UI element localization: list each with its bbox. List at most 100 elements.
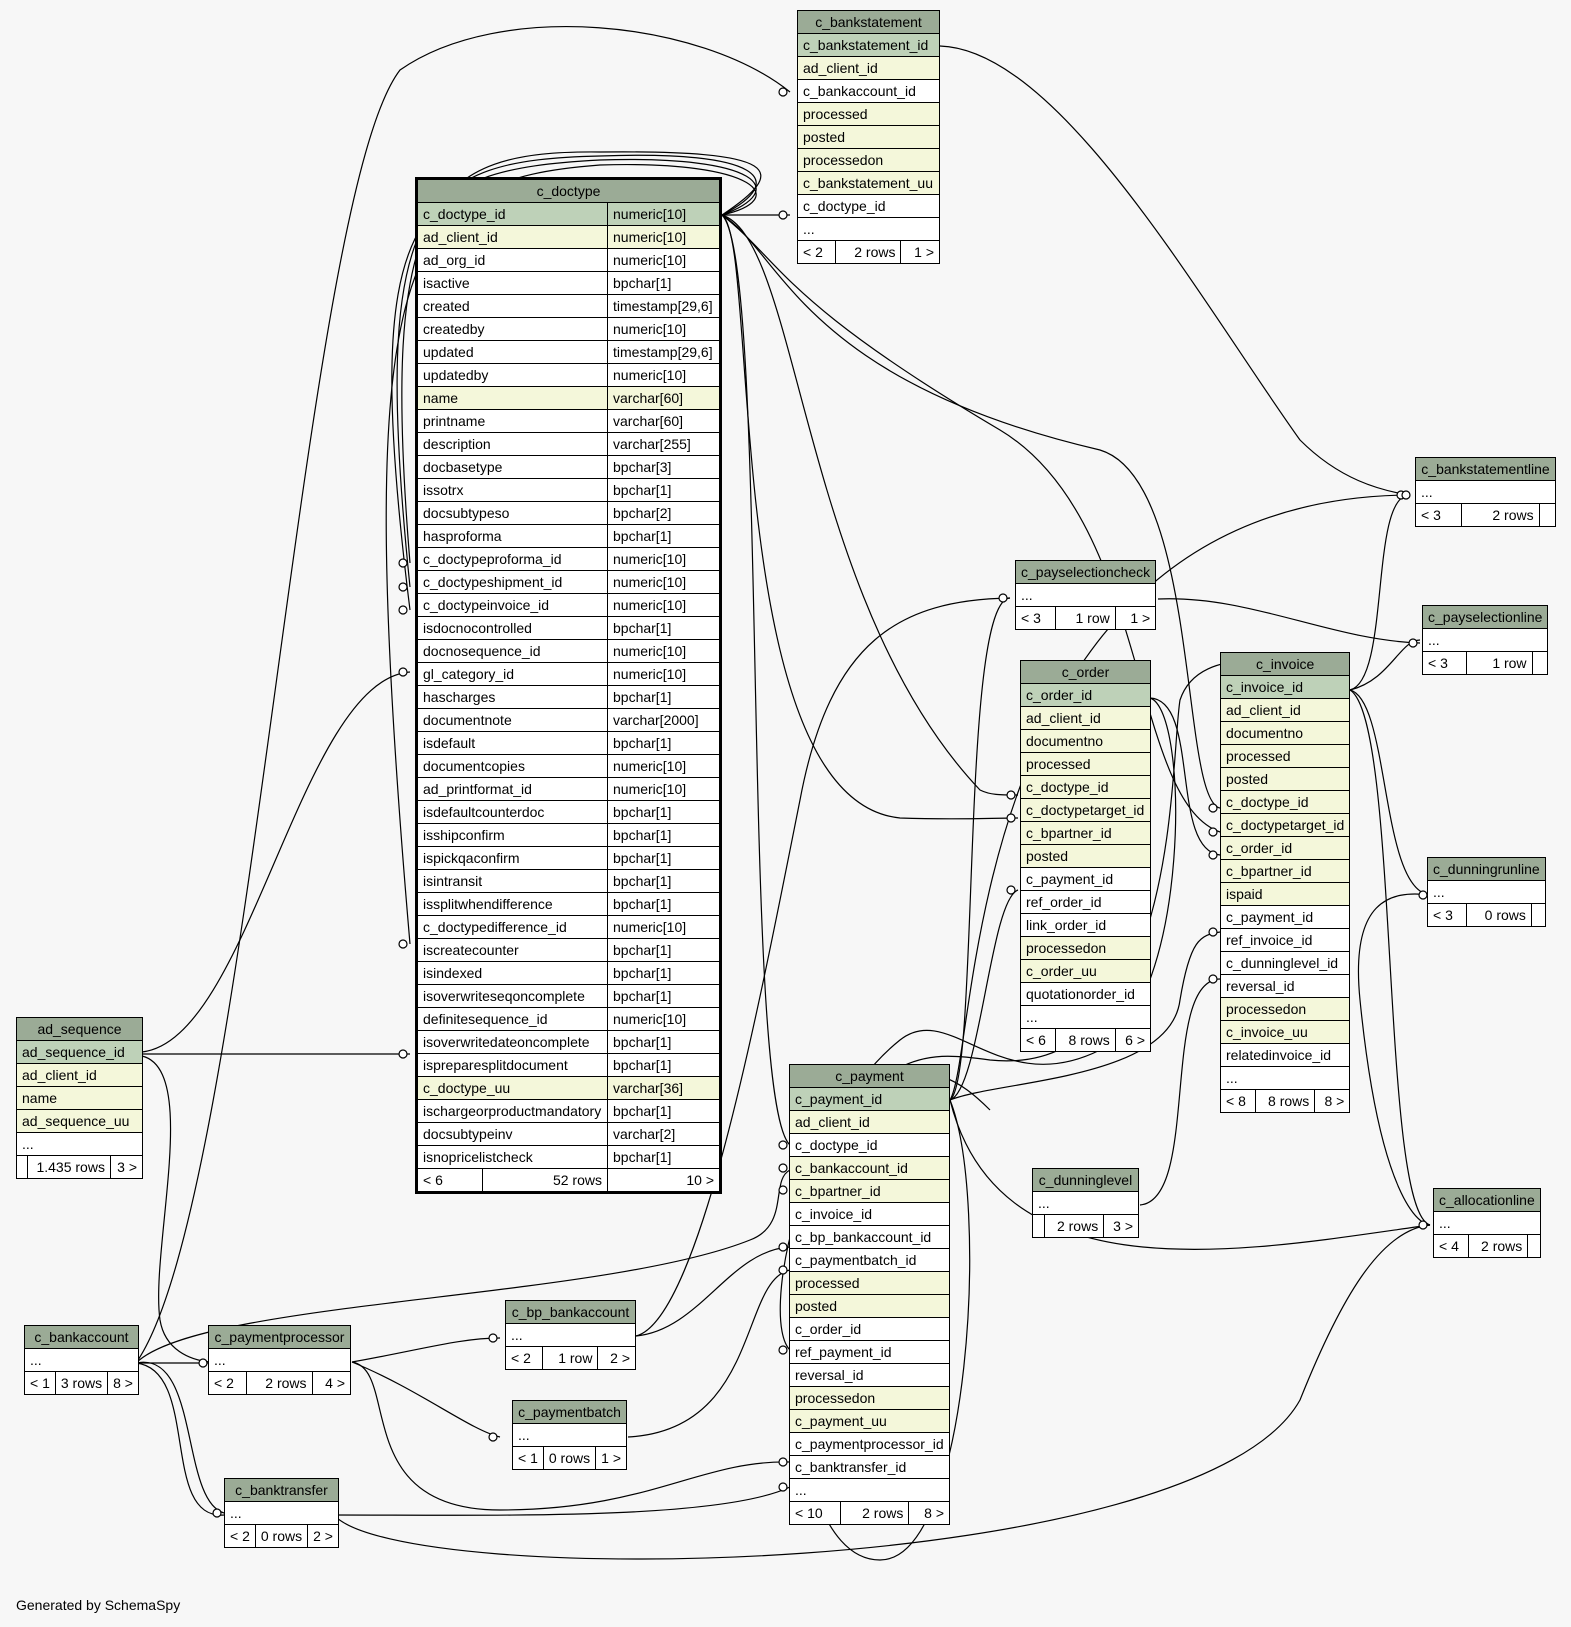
column-name[interactable]: reversal_id — [789, 1363, 950, 1387]
column-row[interactable]: c_bankstatement_uu — [797, 171, 940, 195]
table-title[interactable]: c_order — [1020, 660, 1151, 684]
column-name[interactable]: c_payment_id — [1020, 867, 1151, 891]
column-name[interactable]: ad_sequence_uu — [16, 1109, 143, 1133]
column-row[interactable]: processedon — [1020, 936, 1151, 960]
column-name[interactable]: c_order_id — [1219, 836, 1351, 860]
column-name[interactable]: gl_category_id — [416, 662, 608, 686]
column-name[interactable]: createdby — [416, 317, 608, 341]
parents-count[interactable]: < 2 — [796, 240, 837, 264]
table-title[interactable]: c_bankstatementline — [1415, 457, 1556, 481]
parents-count[interactable]: < 3 — [1427, 903, 1467, 927]
children-count[interactable] — [1531, 651, 1549, 675]
column-name[interactable]: ad_sequence_id — [16, 1040, 143, 1064]
column-name[interactable]: isintransit — [416, 869, 608, 893]
column-row[interactable]: ... — [797, 217, 940, 241]
column-name[interactable]: processedon — [789, 1386, 950, 1410]
column-name[interactable]: posted — [1020, 844, 1151, 868]
column-row[interactable]: documentno — [1219, 721, 1351, 745]
column-name[interactable]: ... — [24, 1348, 139, 1372]
column-name[interactable]: posted — [1219, 767, 1351, 791]
column-name[interactable]: processed — [797, 102, 940, 126]
column-row[interactable]: ... — [1020, 1005, 1151, 1029]
column-name[interactable]: c_bpartner_id — [1020, 821, 1151, 845]
column-name[interactable]: ref_order_id — [1020, 890, 1151, 914]
table-title[interactable]: c_dunninglevel — [1032, 1168, 1139, 1192]
parents-count[interactable]: < 6 — [1019, 1028, 1057, 1052]
column-name[interactable]: c_bankaccount_id — [789, 1156, 950, 1180]
column-name[interactable]: documentno — [1020, 729, 1151, 753]
children-count[interactable]: 8 > — [908, 1501, 950, 1525]
column-row[interactable]: c_order_uu — [1020, 959, 1151, 983]
column-name[interactable]: isdefault — [416, 731, 608, 755]
column-name[interactable]: updated — [416, 340, 608, 364]
column-row[interactable]: processedon — [789, 1386, 950, 1410]
column-row[interactable]: posted — [789, 1294, 950, 1318]
column-name[interactable]: ad_client_id — [16, 1063, 143, 1087]
column-name[interactable]: ad_printformat_id — [416, 777, 608, 801]
column-row[interactable]: relatedinvoice_id — [1219, 1043, 1351, 1067]
column-name[interactable]: c_doctype_id — [797, 194, 940, 218]
column-name[interactable]: c_bankstatement_id — [797, 33, 940, 57]
column-row[interactable]: reversal_id — [1219, 974, 1351, 998]
column-row[interactable]: ad_client_id — [16, 1063, 143, 1087]
table-title[interactable]: c_payment — [789, 1064, 950, 1088]
column-name[interactable]: c_dunninglevel_id — [1219, 951, 1351, 975]
table-title[interactable]: c_bankaccount — [24, 1325, 139, 1349]
column-name[interactable]: ... — [1219, 1066, 1351, 1090]
column-name[interactable]: name — [16, 1086, 143, 1110]
column-name[interactable]: ... — [1433, 1211, 1541, 1235]
column-name[interactable]: reversal_id — [1219, 974, 1351, 998]
column-row[interactable]: ad_client_id — [789, 1110, 950, 1134]
column-row[interactable]: link_order_id — [1020, 913, 1151, 937]
column-name[interactable]: ref_payment_id — [789, 1340, 950, 1364]
column-name[interactable]: c_bp_bankaccount_id — [789, 1225, 950, 1249]
column-row[interactable]: posted — [1219, 767, 1351, 791]
children-count[interactable]: 6 > — [1114, 1028, 1152, 1052]
column-name[interactable]: processedon — [1219, 997, 1351, 1021]
column-name[interactable]: ad_client_id — [797, 56, 940, 80]
column-name[interactable]: ischargeorproductmandatory — [416, 1099, 608, 1123]
column-row[interactable]: c_order_id — [1020, 683, 1151, 707]
column-row[interactable]: processed — [797, 102, 940, 126]
column-name[interactable]: ispaid — [1219, 882, 1351, 906]
children-count[interactable]: 1 > — [595, 1446, 627, 1470]
column-name[interactable]: quotationorder_id — [1020, 982, 1151, 1006]
column-name[interactable]: c_doctypeproforma_id — [416, 547, 608, 571]
parents-count[interactable]: < 2 — [207, 1371, 248, 1395]
column-name[interactable]: ... — [505, 1323, 636, 1347]
column-name[interactable]: ... — [1427, 880, 1546, 904]
table-title[interactable]: c_paymentbatch — [512, 1400, 627, 1424]
column-name[interactable]: ... — [1014, 583, 1157, 607]
column-name[interactable]: posted — [797, 125, 940, 149]
children-count[interactable]: 8 > — [1314, 1089, 1351, 1113]
column-name[interactable]: ... — [789, 1478, 950, 1502]
column-row[interactable]: ... — [789, 1478, 950, 1502]
column-row[interactable]: processed — [1219, 744, 1351, 768]
